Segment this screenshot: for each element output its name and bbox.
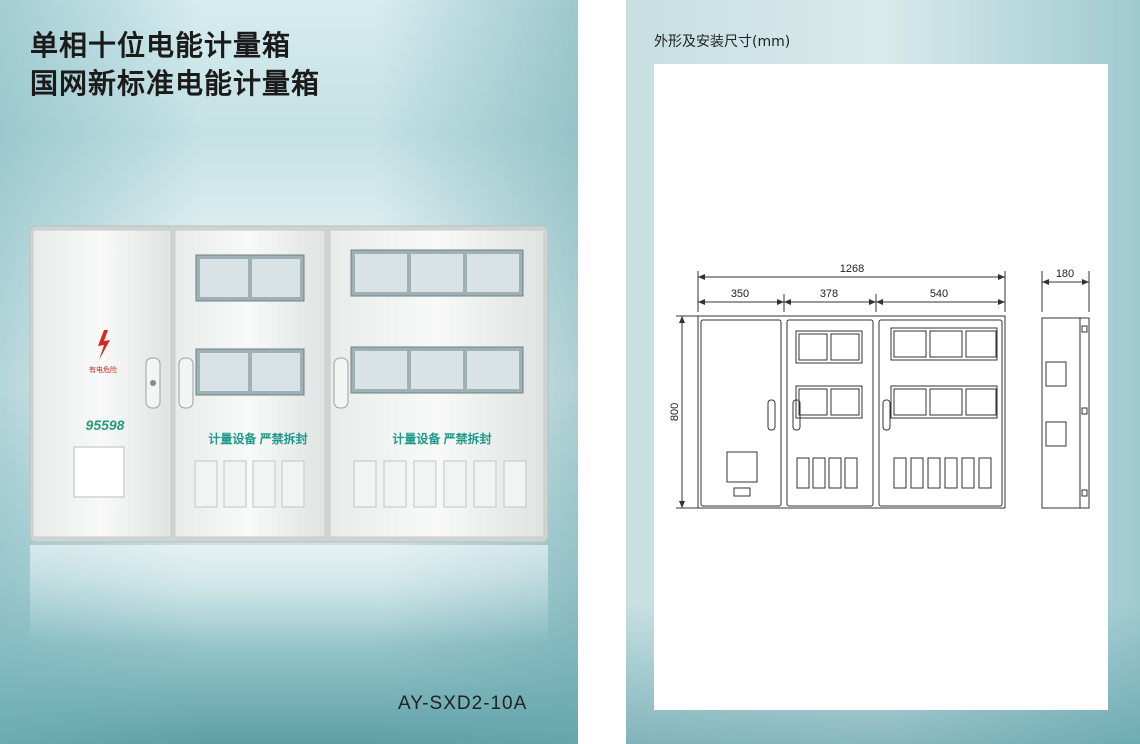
- panel-3-caption: 计量设备 严禁拆封: [392, 431, 491, 446]
- model-number: AY-SXD2-10A: [398, 693, 528, 714]
- section-1-width-label: 350: [731, 288, 749, 300]
- technical-drawing: 1268 350 378 540 800: [654, 64, 1108, 710]
- dimensions-heading: 外形及安装尺寸(mm): [654, 34, 791, 50]
- left-page: 单相十位电能计量箱 国网新标准电能计量箱 有电危险 95598: [0, 0, 578, 744]
- product-title-line-1: 单相十位电能计量箱: [30, 29, 292, 62]
- lightning-bolt-icon: [98, 330, 110, 360]
- product-title-line-2: 国网新标准电能计量箱: [30, 67, 321, 100]
- logo-95598: 95598: [86, 417, 125, 433]
- panel-1: 有电危险 95598: [32, 229, 172, 538]
- panel-2: 计量设备 严禁拆封: [174, 229, 326, 538]
- height-label: 800: [669, 403, 681, 421]
- door-latch-2: [178, 357, 194, 409]
- warning-label: 有电危险: [89, 365, 117, 374]
- meter-box-illustration: 有电危险 95598 计量设备 严禁拆封: [29, 225, 549, 645]
- section-3-width-label: 540: [930, 288, 948, 300]
- side-view-outline: [1041, 317, 1090, 509]
- page-gutter: [578, 0, 626, 744]
- door-latch-3: [333, 357, 349, 409]
- floor-reflection: [30, 545, 548, 645]
- panel-3: 计量设备 严禁拆封: [329, 229, 545, 538]
- section-2-width-label: 378: [820, 288, 838, 300]
- front-view-outline: [697, 315, 1006, 509]
- total-width-label: 1268: [840, 263, 864, 275]
- panel-2-caption: 计量设备 严禁拆封: [208, 431, 307, 446]
- right-page: 外形及安装尺寸(mm) 1268 350 378 540 800: [626, 0, 1140, 744]
- depth-label: 180: [1056, 268, 1074, 280]
